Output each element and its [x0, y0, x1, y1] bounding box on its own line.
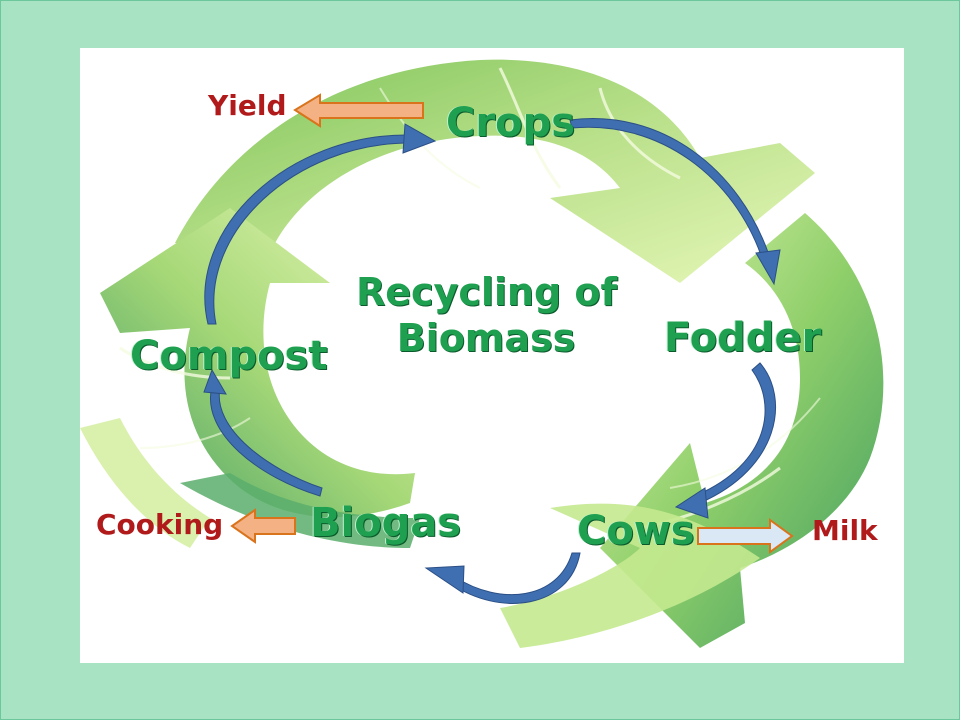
node-crops: Crops — [446, 100, 576, 146]
cycle-arrow-fodder-cows — [674, 362, 777, 519]
output-arrow-cooking — [230, 508, 296, 544]
cycle-arrow-compost-crops — [204, 123, 437, 325]
diagram-title-line-2: Biomass — [396, 315, 576, 360]
cycle-arrow-crops-fodder — [569, 118, 781, 286]
node-fodder: Fodder — [664, 315, 822, 361]
diagram-title: Recycling of Biomass — [356, 270, 618, 361]
recycle-leaf-arrows — [80, 59, 884, 648]
output-arrow-yield — [293, 93, 424, 128]
output-cooking: Cooking — [96, 508, 224, 541]
node-cows: Cows — [577, 508, 695, 554]
leaf-arrow-left — [80, 208, 420, 548]
diagram-title-line-1: Recycling of — [356, 270, 618, 314]
cycle-arrow-biogas-compost — [203, 368, 323, 497]
cycle-arrows — [203, 118, 781, 604]
node-compost: Compost — [130, 333, 328, 379]
diagram-panel: Crops Fodder Cows Biogas Compost Yield M… — [80, 48, 904, 663]
output-yield: Yield — [208, 89, 287, 122]
cycle-arrow-cows-biogas — [424, 552, 581, 604]
output-arrow-milk — [697, 518, 794, 554]
leaf-arrow-right — [500, 213, 884, 648]
output-block-arrows — [230, 93, 794, 554]
node-biogas: Biogas — [310, 500, 462, 546]
output-milk: Milk — [812, 514, 878, 547]
